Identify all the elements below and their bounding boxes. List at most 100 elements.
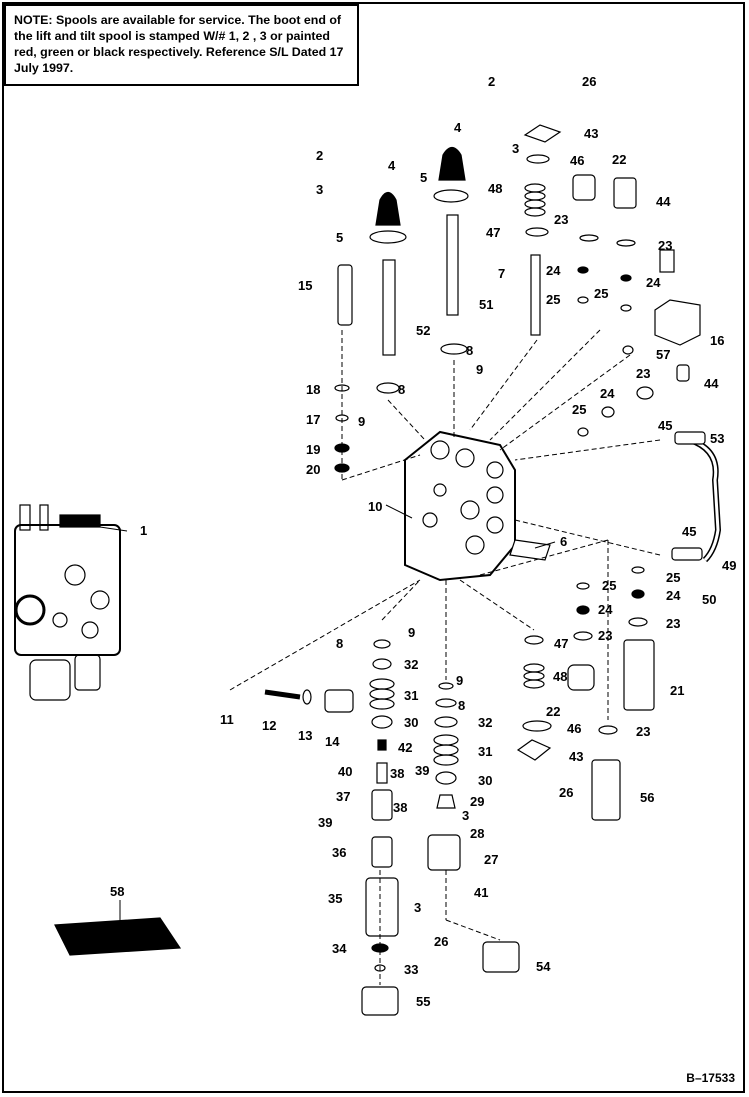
spring-31-middle [433, 734, 459, 766]
note-prefix: NOTE: [14, 13, 53, 27]
callout-45b: 45 [682, 524, 696, 539]
callout-37: 37 [336, 789, 350, 804]
callout-23e: 23 [666, 616, 680, 631]
callout-52: 52 [416, 323, 430, 338]
callout-23d: 23 [598, 628, 612, 643]
callout-2b: 2 [488, 74, 495, 89]
callout-17: 17 [306, 412, 320, 427]
callout-18: 18 [306, 382, 320, 397]
callout-9: 9 [476, 362, 483, 377]
callout-26b: 26 [559, 785, 573, 800]
callout-34: 34 [332, 941, 347, 956]
valve-body [404, 430, 516, 582]
service-note: NOTE: Spools are available for service. … [4, 4, 359, 86]
callout-25d: 25 [602, 578, 616, 593]
callout-54: 54 [536, 959, 551, 974]
callout-3d: 3 [414, 900, 421, 915]
callout-24c: 24 [600, 386, 615, 401]
callout-10: 10 [368, 499, 382, 514]
callout-5b: 5 [336, 230, 343, 245]
callout-46b: 46 [567, 721, 581, 736]
callout-23: 23 [554, 212, 568, 227]
callout-9b: 9 [358, 414, 365, 429]
callout-26: 26 [582, 74, 596, 89]
callout-48: 48 [488, 181, 502, 196]
callout-24b: 24 [646, 275, 661, 290]
callout-30b: 30 [478, 773, 492, 788]
callout-9d: 9 [456, 673, 463, 688]
callout-25b: 25 [594, 286, 608, 301]
spring-48-lower [523, 663, 545, 689]
callout-22b: 22 [546, 704, 560, 719]
callout-56: 56 [640, 790, 654, 805]
callout-23f: 23 [636, 724, 650, 739]
callout-38b: 38 [393, 800, 407, 815]
callout-11: 11 [220, 712, 234, 727]
callout-12: 12 [262, 718, 276, 733]
callout-6: 6 [560, 534, 567, 549]
spring-31-left [369, 678, 395, 710]
callout-9c: 9 [408, 625, 415, 640]
callout-27: 27 [484, 852, 498, 867]
callout-23c: 23 [636, 366, 650, 381]
callout-45: 45 [658, 418, 672, 433]
callout-53: 53 [710, 431, 724, 446]
callout-44: 44 [656, 194, 671, 209]
callout-48b: 48 [553, 669, 567, 684]
valve-assembly-thumbnail [14, 504, 121, 701]
callout-51: 51 [479, 297, 493, 312]
callout-36: 36 [332, 845, 346, 860]
callout-24e: 24 [666, 588, 681, 603]
callout-24d: 24 [598, 602, 613, 617]
callout-23b: 23 [658, 238, 672, 253]
callout-5: 5 [420, 170, 427, 185]
callout-3c: 3 [462, 808, 469, 823]
callout-31: 31 [404, 688, 418, 703]
callout-30: 30 [404, 715, 418, 730]
callout-47b: 47 [554, 636, 568, 651]
callout-46: 46 [570, 153, 584, 168]
callout-14: 14 [325, 734, 340, 749]
callout-8b: 8 [398, 382, 405, 397]
callout-1: 1 [140, 523, 147, 538]
callout-7: 7 [498, 266, 505, 281]
callout-2: 2 [316, 148, 323, 163]
callout-13: 13 [298, 728, 312, 743]
figure-code: B–17533 [686, 1071, 735, 1085]
spring-48-top [524, 183, 546, 217]
callout-8: 8 [466, 343, 473, 358]
callout-8c: 8 [336, 636, 343, 651]
callout-26c: 26 [434, 934, 448, 949]
callout-42: 42 [398, 740, 412, 755]
callout-44b: 44 [704, 376, 719, 391]
callout-38: 38 [390, 766, 404, 781]
callout-8d: 8 [458, 698, 465, 713]
callout-33: 33 [404, 962, 418, 977]
callout-28: 28 [470, 826, 484, 841]
callout-58: 58 [110, 884, 124, 899]
callout-49: 49 [722, 558, 736, 573]
callout-32b: 32 [478, 715, 492, 730]
note-text: Spools are available for service. The bo… [14, 13, 344, 75]
callout-25: 25 [546, 292, 560, 307]
callout-25e: 25 [666, 570, 680, 585]
callout-4: 4 [388, 158, 396, 173]
callout-35: 35 [328, 891, 342, 906]
callout-55: 55 [416, 994, 430, 1009]
callout-15: 15 [298, 278, 312, 293]
callout-4b: 4 [454, 120, 462, 135]
callout-41: 41 [474, 885, 488, 900]
callout-21: 21 [670, 683, 684, 698]
callout-labels: 1 2 2 3 3 3 3 4 4 5 5 6 7 8 8 8 8 9 9 9 … [110, 74, 736, 1009]
callout-22: 22 [612, 152, 626, 167]
callout-31b: 31 [478, 744, 492, 759]
callout-3b: 3 [512, 141, 519, 156]
callout-39b: 39 [318, 815, 332, 830]
callout-20: 20 [306, 462, 320, 477]
callout-32: 32 [404, 657, 418, 672]
callout-16: 16 [710, 333, 724, 348]
callout-43: 43 [584, 126, 598, 141]
